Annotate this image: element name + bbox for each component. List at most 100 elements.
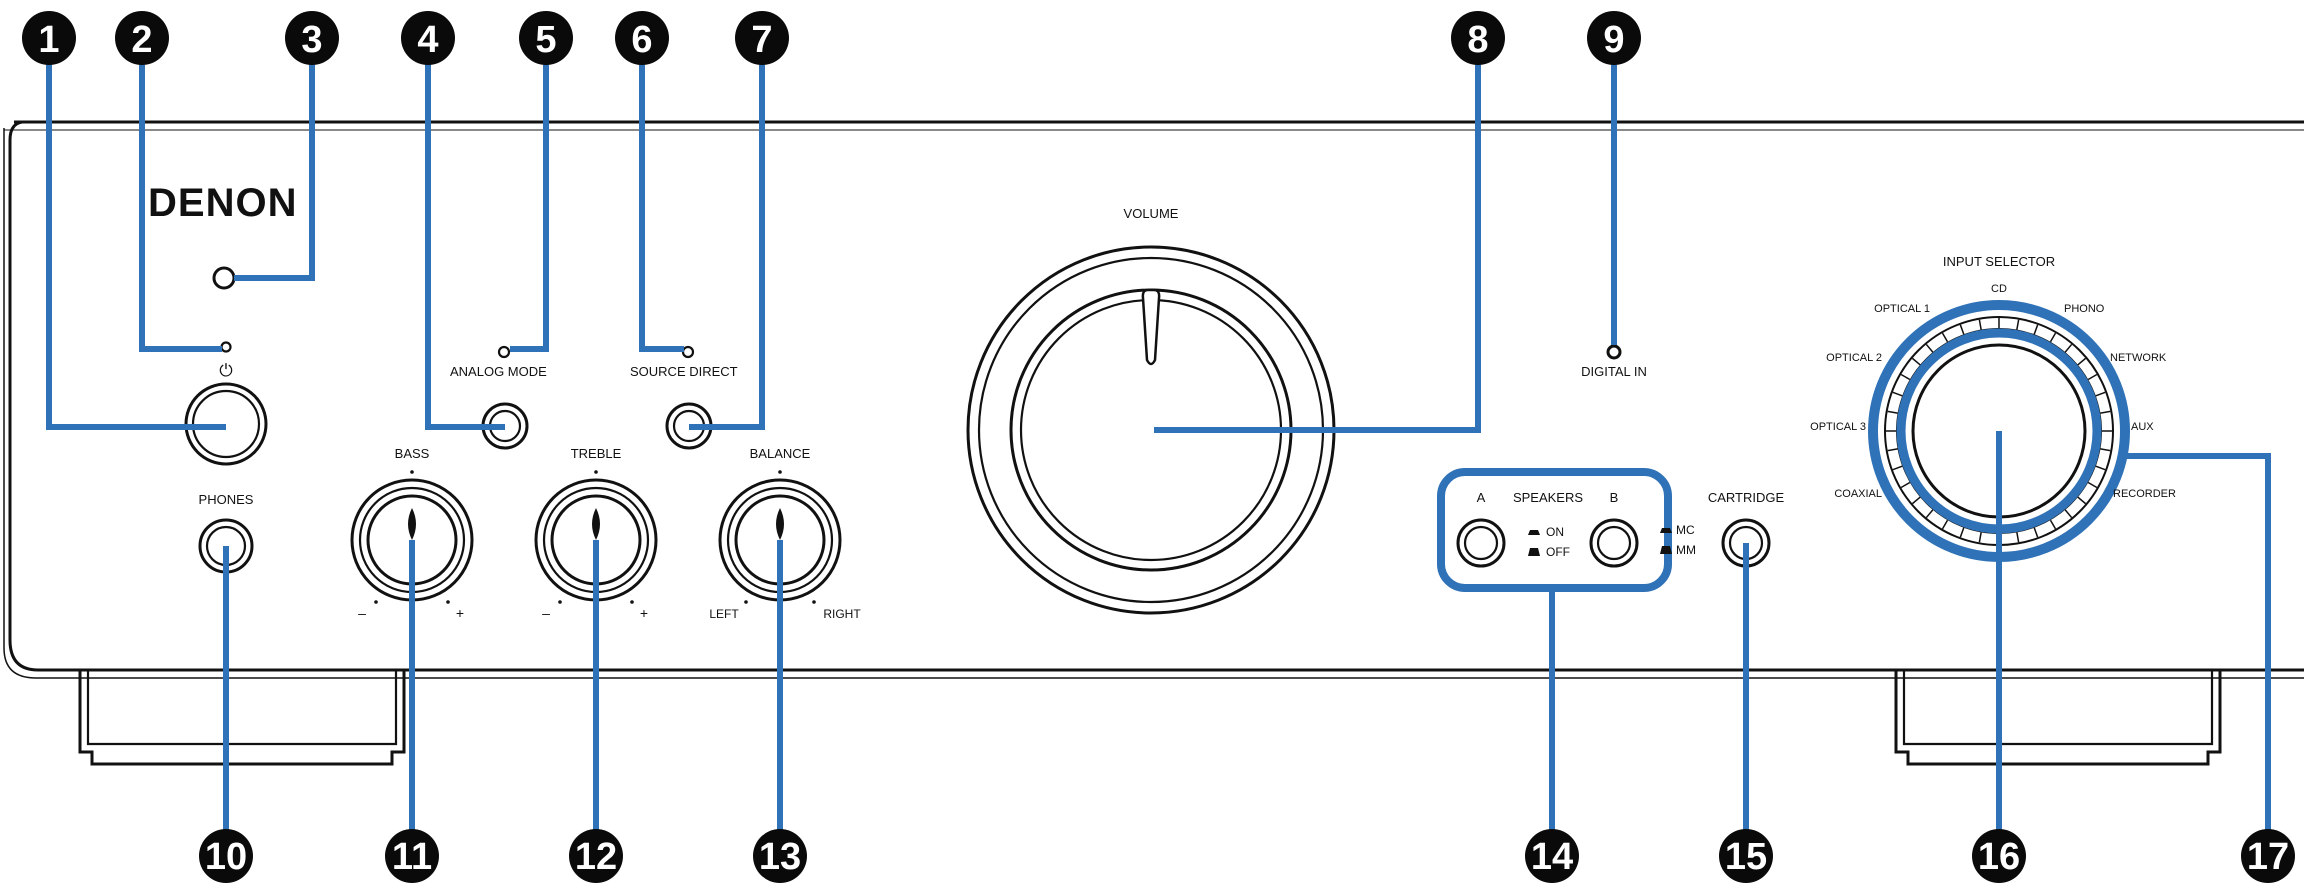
callout-number-17: 17 [2247,836,2289,878]
ring-ridge [1925,509,1934,519]
ring-ridge [2087,481,2098,489]
ring-ridge [1892,465,1903,471]
callout-number-14: 14 [1531,836,1573,878]
callout-badge-8: 8 [1451,11,1505,65]
ring-ridge [1925,343,1934,353]
brand-logo: DENON [148,181,297,225]
callout-badge-4: 4 [401,11,455,65]
analog-mode-label: ANALOG MODE [450,364,547,379]
ring-ridge [1892,391,1903,397]
callout-badge-13: 13 [753,829,807,883]
callout-badge-12: 12 [569,829,623,883]
ring-ridge [2100,448,2111,452]
callout-badge-9: 9 [1587,11,1641,65]
bass-plus-label: + [456,605,464,621]
callout-badge-10: 10 [199,829,253,883]
bass-min-dot [374,600,378,604]
input-optical1-label: OPTICAL 1 [1874,303,1930,315]
source-direct-label: SOURCE DIRECT [630,364,738,379]
speakers-label: SPEAKERS [1513,490,1583,505]
ring-ridge [1911,357,1921,366]
standby-indicator [220,341,232,353]
callout-line-3 [234,48,315,281]
input-phono-label: PHONO [2064,303,2105,315]
ring-ridge [2049,519,2057,530]
callout-badge-6: 6 [615,11,669,65]
input-network-label: NETWORK [2110,352,2167,364]
ring-ridge [2016,532,2020,543]
ring-ridge [2095,465,2106,471]
callout-number-2: 2 [131,19,152,61]
digital-in-indicator [1606,344,1622,360]
ring-ridge [1900,481,1911,489]
callout-badge-5: 5 [519,11,573,65]
input-cd-label: CD [1991,283,2007,295]
callout-line-1 [46,48,226,430]
mm-label: MM [1676,543,1696,557]
balance-left-label: LEFT [709,607,739,621]
ring-ridge [2077,496,2087,505]
digital-in-label: DIGITAL IN [1581,364,1647,379]
ring-ridge [1959,324,1965,335]
bass-label: BASS [395,446,430,461]
callout-number-3: 3 [301,19,322,61]
ring-ridge [1887,448,1898,452]
treble-label: TREBLE [571,446,622,461]
speaker-a-label: A [1477,490,1486,505]
callout-badge-14: 14 [1525,829,1579,883]
callout-badge-15: 15 [1719,829,1773,883]
callout-line-7 [689,48,765,430]
treble-max-dot [630,600,634,604]
speaker-a-button[interactable] [1456,518,1506,568]
input-optical2-label: OPTICAL 2 [1826,352,1882,364]
treble-min-dot [558,600,562,604]
treble-center-dot [594,470,598,474]
ring-ridge [2100,410,2111,414]
ring-ridge [1978,319,1982,330]
ring-ridge [2033,527,2039,538]
callout-number-10: 10 [205,836,247,878]
analog-mode-indicator [497,345,511,359]
callout-badge-3: 3 [285,11,339,65]
mm-position-icon [1660,546,1672,554]
mc-label: MC [1676,523,1695,537]
ring-ridge [2064,343,2073,353]
bass-max-dot [446,600,450,604]
ring-ridge [1978,532,1982,543]
callout-badge-2: 2 [115,11,169,65]
callout-badge-1: 1 [22,11,76,65]
ring-ridge [1941,332,1949,343]
ring-ridge [1959,527,1965,538]
bass-minus-label: – [358,605,366,621]
ring-ridge [2033,324,2039,335]
callout-badge-7: 7 [735,11,789,65]
callout-line-5 [510,48,549,352]
callout-number-4: 4 [417,19,438,61]
input-coaxial-label: COAXIAL [1834,488,1882,500]
left-foot [78,670,406,766]
callout-number-12: 12 [575,836,617,878]
cartridge-label: CARTRIDGE [1708,490,1785,505]
callout-number-11: 11 [392,836,432,878]
callout-lines [46,48,2271,846]
ring-ridge [2049,332,2057,343]
callout-line-2 [139,48,222,352]
treble-minus-label: – [542,605,550,621]
ring-ridge [2095,391,2106,397]
ring-ridge [2087,373,2098,381]
callout-badge-16: 16 [1972,829,2026,883]
ring-ridge [1941,519,1949,530]
callout-number-6: 6 [631,19,652,61]
callout-line-8 [1154,48,1481,433]
callout-number-9: 9 [1603,19,1624,61]
speaker-b-button[interactable] [1589,518,1639,568]
volume-label: VOLUME [1124,206,1179,221]
callout-line-17 [2120,453,2271,846]
callout-badge-17: 17 [2241,829,2295,883]
callout-number-7: 7 [751,19,772,61]
power-symbol-icon: ⏻ [219,361,233,380]
input-aux-label: AUX [2131,421,2154,433]
speaker-b-label: B [1610,490,1619,505]
balance-right-dot [812,600,816,604]
